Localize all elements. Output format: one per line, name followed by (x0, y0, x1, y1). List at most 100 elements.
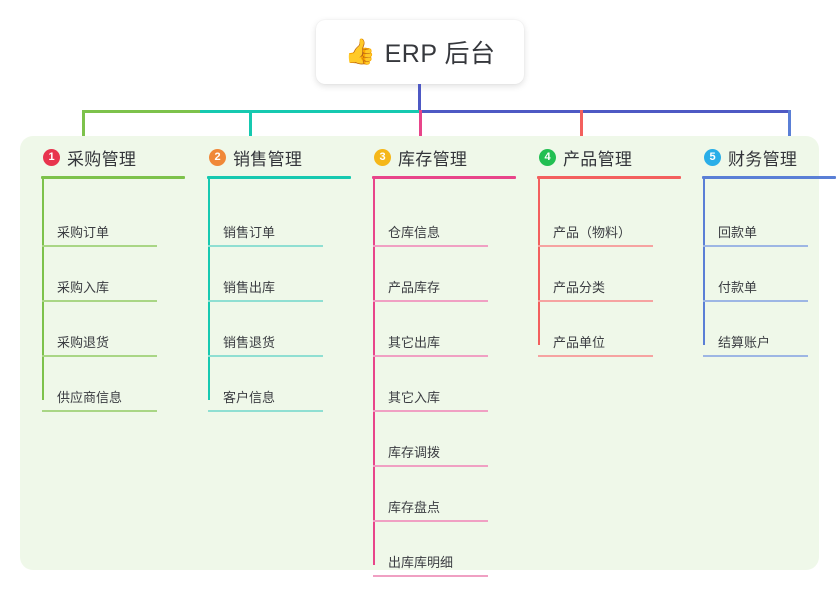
drop-purchasing (82, 110, 85, 146)
leaf-item[interactable]: 产品（物料） (538, 217, 663, 247)
branch-column-3: 3 库存管理仓库信息产品库存其它出库其它入库库存调拨库存盘点出库库明细 (361, 145, 521, 601)
leaf-underline (373, 245, 488, 247)
leaf-underline (373, 355, 488, 357)
leaf-item[interactable]: 供应商信息 (42, 382, 167, 412)
leaf-label: 销售退货 (223, 335, 276, 350)
leaf-underline (703, 355, 808, 357)
leaf-item[interactable]: 采购退货 (42, 327, 167, 357)
leaf-label: 库存调拨 (388, 445, 441, 460)
branch-rule-4 (537, 176, 681, 179)
drop-finance (788, 110, 791, 146)
root-node-title: ERP 后台 (384, 40, 496, 68)
branch-body-2: 销售订单销售出库销售退货客户信息 (196, 179, 356, 436)
leaf-label: 出库库明细 (388, 555, 454, 570)
leaf-underline (208, 410, 323, 412)
leaf-item[interactable]: 其它入库 (373, 382, 498, 412)
leaf-item[interactable]: 采购订单 (42, 217, 167, 247)
leaf-item[interactable]: 结算账户 (703, 327, 818, 357)
branch-rule-1 (41, 176, 185, 179)
bus-segment-green (82, 110, 200, 113)
leaf-label: 产品单位 (553, 335, 606, 350)
branch-trunk-3 (373, 179, 375, 565)
branch-header-2[interactable]: 2 销售管理 (196, 145, 356, 169)
branch-badge-3: 3 (374, 148, 391, 166)
branch-body-1: 采购订单采购入库采购退货供应商信息 (30, 179, 190, 436)
leaf-label: 仓库信息 (388, 225, 441, 240)
leaf-underline (208, 245, 323, 247)
leaf-label: 结算账户 (718, 335, 771, 350)
leaf-item[interactable]: 产品单位 (538, 327, 663, 357)
branch-title-4: 产品管理 (563, 149, 633, 169)
leaf-label: 库存盘点 (388, 500, 441, 515)
branch-title-3: 库存管理 (398, 149, 468, 169)
leaf-underline (373, 300, 488, 302)
leaf-item[interactable]: 库存调拨 (373, 437, 498, 467)
branch-rule-2 (207, 176, 351, 179)
root-stem (418, 84, 421, 111)
leaf-label: 供应商信息 (57, 390, 123, 405)
bus-segment-teal (200, 110, 419, 113)
leaf-underline (538, 355, 653, 357)
leaf-label: 销售出库 (223, 280, 276, 295)
branches-panel (20, 136, 819, 570)
branch-badge-4: 4 (539, 148, 556, 166)
leaf-item[interactable]: 采购入库 (42, 272, 167, 302)
leaf-underline (42, 300, 157, 302)
leaf-underline (208, 355, 323, 357)
leaf-label: 回款单 (718, 225, 758, 240)
branch-body-5: 回款单付款单结算账户 (691, 179, 839, 381)
drop-inventory (419, 110, 422, 146)
leaf-label: 产品库存 (388, 280, 441, 295)
leaf-item[interactable]: 产品分类 (538, 272, 663, 302)
leaf-label: 采购退货 (57, 335, 110, 350)
thumbs-up-emoji: 👍 (344, 37, 376, 66)
leaf-item[interactable]: 回款单 (703, 217, 818, 247)
bus-segment-blue (419, 110, 789, 113)
leaf-item[interactable]: 销售出库 (208, 272, 333, 302)
leaf-item[interactable]: 其它出库 (373, 327, 498, 357)
leaf-underline (703, 245, 808, 247)
root-node-card[interactable]: 👍 ERP 后台 (316, 20, 524, 84)
branch-rule-5 (702, 176, 836, 179)
branch-title-5: 财务管理 (728, 149, 798, 169)
leaf-label: 采购入库 (57, 280, 110, 295)
leaf-item[interactable]: 客户信息 (208, 382, 333, 412)
branch-trunk-1 (42, 179, 44, 400)
drop-product (580, 110, 583, 146)
branch-header-3[interactable]: 3 库存管理 (361, 145, 521, 169)
leaf-label: 客户信息 (223, 390, 276, 405)
leaf-label: 产品（物料） (553, 225, 632, 240)
branch-body-3: 仓库信息产品库存其它出库其它入库库存调拨库存盘点出库库明细 (361, 179, 521, 601)
leaf-label: 其它出库 (388, 335, 441, 350)
branch-title-1: 采购管理 (67, 149, 137, 169)
branch-badge-2: 2 (209, 148, 226, 166)
leaf-label: 采购订单 (57, 225, 110, 240)
branch-header-4[interactable]: 4 产品管理 (526, 145, 686, 169)
branch-column-2: 2 销售管理销售订单销售出库销售退货客户信息 (196, 145, 356, 436)
leaf-underline (373, 575, 488, 577)
leaf-label: 其它入库 (388, 390, 441, 405)
leaf-label: 产品分类 (553, 280, 606, 295)
leaf-underline (208, 300, 323, 302)
leaf-underline (538, 245, 653, 247)
leaf-underline (373, 410, 488, 412)
leaf-item[interactable]: 产品库存 (373, 272, 498, 302)
leaf-item[interactable]: 付款单 (703, 272, 818, 302)
branch-trunk-2 (208, 179, 210, 400)
leaf-item[interactable]: 销售退货 (208, 327, 333, 357)
leaf-underline (42, 410, 157, 412)
branch-title-2: 销售管理 (233, 149, 303, 169)
leaf-item[interactable]: 销售订单 (208, 217, 333, 247)
leaf-item[interactable]: 库存盘点 (373, 492, 498, 522)
leaf-underline (703, 300, 808, 302)
branch-trunk-5 (703, 179, 705, 345)
leaf-item[interactable]: 仓库信息 (373, 217, 498, 247)
leaf-underline (373, 465, 488, 467)
leaf-underline (42, 355, 157, 357)
branch-column-4: 4 产品管理产品（物料） 产品分类产品单位 (526, 145, 686, 381)
leaf-item[interactable]: 出库库明细 (373, 547, 498, 577)
leaf-label: 付款单 (718, 280, 758, 295)
